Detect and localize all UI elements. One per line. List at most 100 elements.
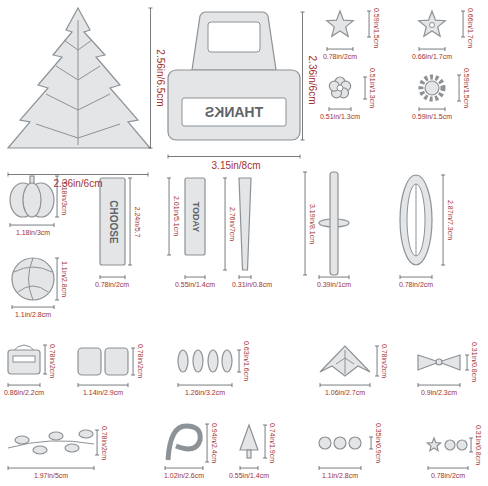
dimension-line — [40, 383, 41, 387]
dimension-line — [149, 148, 153, 149]
small-tree-die — [240, 425, 258, 458]
dimension-label: 0.66in/1.7cm — [467, 8, 474, 48]
dimension-line — [367, 37, 371, 38]
dimension-label: 2.56in/6.5cm — [155, 49, 165, 106]
dimension-line — [303, 275, 307, 276]
dimension-line — [167, 255, 171, 256]
dimension-line — [419, 107, 420, 111]
dimension-label: 0.78in/2cm — [323, 53, 357, 60]
dimension-line — [320, 383, 321, 387]
dimension-line — [469, 438, 473, 439]
dimension-line — [178, 385, 232, 386]
dimension-line — [460, 383, 461, 387]
dimension-label: 0.78in/2cm — [95, 281, 129, 288]
dimension-label: 0.78in/2cm — [49, 344, 56, 378]
dimension-line — [12, 305, 13, 309]
dimension-line — [128, 265, 132, 266]
dimension-line — [365, 77, 366, 99]
leaf-sprigs-die — [178, 350, 232, 372]
dimension-label: 0.74in/1.9cm — [269, 423, 276, 463]
star-die — [327, 11, 354, 36]
dimension-line — [419, 109, 445, 110]
dimension-line — [128, 383, 129, 387]
dimension-label: 0.9in/2.3cm — [421, 389, 457, 396]
dimension-label: 0.78in/2cm — [101, 426, 108, 460]
dimension-line — [239, 350, 240, 372]
dimension-line — [240, 468, 258, 469]
flower-die — [329, 77, 350, 98]
dimension-line — [445, 107, 446, 111]
dimension-line — [441, 265, 445, 266]
beach-ball-die — [12, 258, 54, 300]
dimension-label: 0.59in/1.5cm — [412, 113, 452, 120]
dimension-line — [239, 277, 251, 278]
dimension-line — [445, 47, 446, 51]
dimension-line — [319, 468, 361, 469]
dimension-label: 0.51in/1.3cm — [369, 68, 376, 108]
dimension-line — [185, 277, 205, 278]
dimension-line — [43, 374, 47, 375]
dimension-line — [465, 370, 469, 371]
dimension-line — [131, 375, 135, 376]
dimension-label: 1.97in/5cm — [34, 472, 68, 479]
die-lettering: TODAY — [191, 201, 200, 232]
dimension-line — [303, 172, 307, 173]
dimension-line — [125, 275, 126, 279]
dimension-label: 0.55in/1.4cm — [175, 281, 215, 288]
dimension-line — [237, 350, 241, 351]
dimension-line — [457, 101, 461, 102]
dimension-label: 2.76in/7cm — [229, 207, 236, 241]
dimension-label: 0.78in/2cm — [137, 344, 144, 378]
stick-die — [239, 178, 251, 270]
dimension-line — [471, 438, 472, 452]
dimension-label: 0.86in/2.2cm — [4, 389, 44, 396]
dimension-line — [363, 99, 367, 100]
dimension-line — [441, 175, 445, 176]
dimension-line — [459, 75, 460, 101]
dimension-label: 2.01in/5.1cm — [173, 196, 180, 236]
dimension-line — [377, 346, 378, 376]
dimension-line — [131, 348, 135, 349]
dimension-label: 0.35in/0.9cm — [375, 423, 382, 463]
dimension-line — [457, 75, 461, 76]
dimension-line — [369, 449, 373, 450]
dimension-line — [239, 275, 240, 279]
star-outline-die — [419, 11, 446, 36]
dimension-line — [100, 275, 101, 279]
dimension-label: 2.87in/7.3cm — [447, 200, 454, 240]
word-plaque-die — [100, 178, 125, 265]
dimension-label: 0.78in/2cm — [381, 344, 388, 378]
dimension-line — [97, 430, 98, 455]
dimension-line — [263, 425, 267, 426]
dimension-label: 1.18in/3cm — [16, 229, 50, 236]
dimension-line — [369, 11, 370, 37]
dimension-line — [148, 173, 149, 177]
dimension-label: 2.24in/5.7 — [134, 207, 141, 238]
dimension-line — [165, 468, 203, 469]
dimension-line — [251, 275, 252, 279]
dimension-line — [43, 345, 47, 346]
sun-die — [421, 77, 443, 99]
dimension-line — [95, 455, 99, 456]
dimension-line — [370, 383, 371, 387]
leafy-branch-die — [8, 430, 94, 454]
dimension-line — [237, 372, 241, 373]
dimension-line — [327, 47, 328, 51]
dimension-label: 0.66in/1.7cm — [412, 53, 452, 60]
dimension-line — [465, 355, 469, 356]
dimension-line — [265, 425, 266, 458]
dimension-line — [301, 140, 305, 141]
dimension-line — [319, 466, 320, 470]
dimension-line — [367, 11, 371, 12]
bow-die — [418, 355, 460, 370]
dimension-line — [461, 37, 465, 38]
dimension-line — [419, 47, 420, 51]
dimension-line — [223, 270, 227, 271]
word-plaque-die — [185, 178, 205, 255]
dimension-label: 1.1in/2.8cm — [322, 472, 358, 479]
dimension-line — [12, 307, 54, 308]
dimension-line — [205, 462, 209, 463]
ribbon-die — [168, 426, 200, 460]
dimension-line — [263, 458, 267, 459]
dimension-line — [349, 275, 350, 279]
